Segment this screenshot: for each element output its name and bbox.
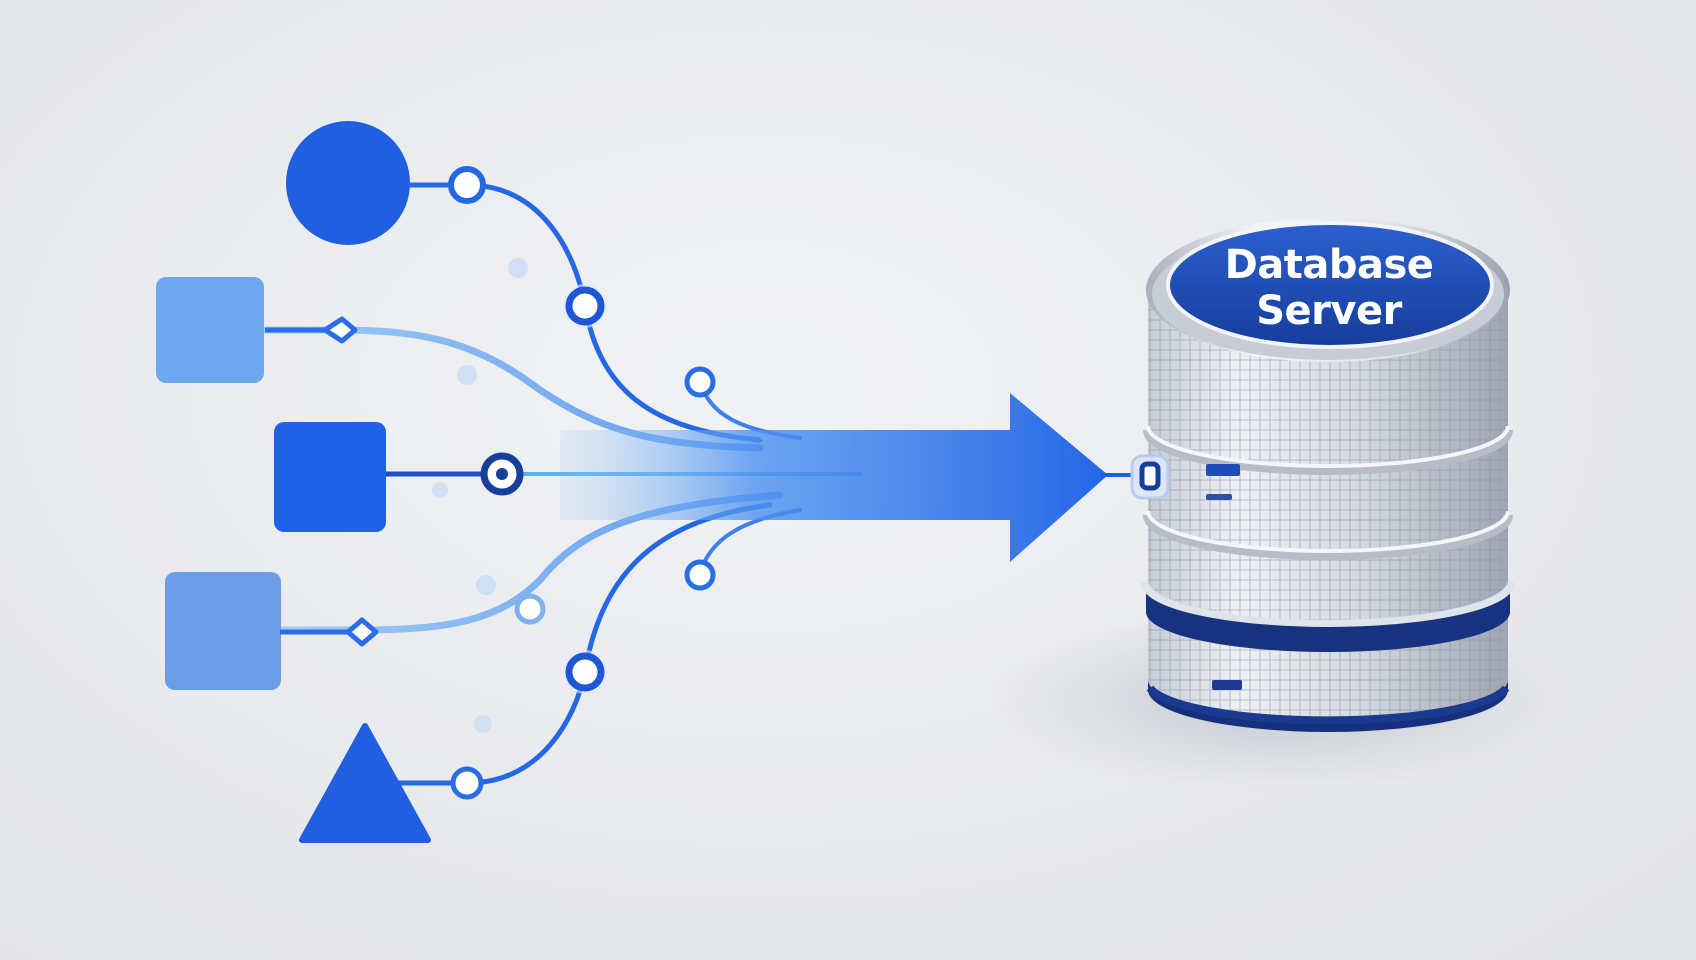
flow-line-branch-upper: [698, 380, 802, 440]
node-square-2: [480, 452, 524, 496]
node-arrow-square-1: [322, 316, 358, 344]
source-square-muted: [165, 572, 281, 690]
database-label-line1: Database: [1225, 242, 1434, 288]
source-circle: [286, 121, 410, 245]
flow-nodes: [265, 166, 716, 800]
source-triangle: [299, 723, 431, 843]
database-server: Database Server: [990, 218, 1570, 790]
input-port-icon: [1130, 454, 1170, 500]
main-arrow: [560, 393, 1145, 562]
node-circle-exit: [448, 166, 486, 204]
floating-dots: [432, 258, 528, 733]
node-arrow-square-3: [345, 617, 379, 647]
indicator-slot-2: [1206, 494, 1232, 500]
database-label-line2: Server: [1256, 288, 1402, 334]
node-triangle-mid: [563, 650, 607, 694]
node-triangle-exit: [450, 766, 484, 800]
source-square-light: [156, 277, 264, 383]
node-circle-mid: [563, 284, 607, 328]
node-lower-light: [514, 593, 546, 625]
source-shapes: [156, 121, 431, 843]
indicator-slot-1: [1206, 464, 1240, 476]
indicator-slot-3: [1212, 680, 1242, 690]
node-upper-branch: [684, 366, 716, 398]
source-square-blue: [274, 422, 386, 532]
node-lower-branch: [684, 559, 716, 591]
